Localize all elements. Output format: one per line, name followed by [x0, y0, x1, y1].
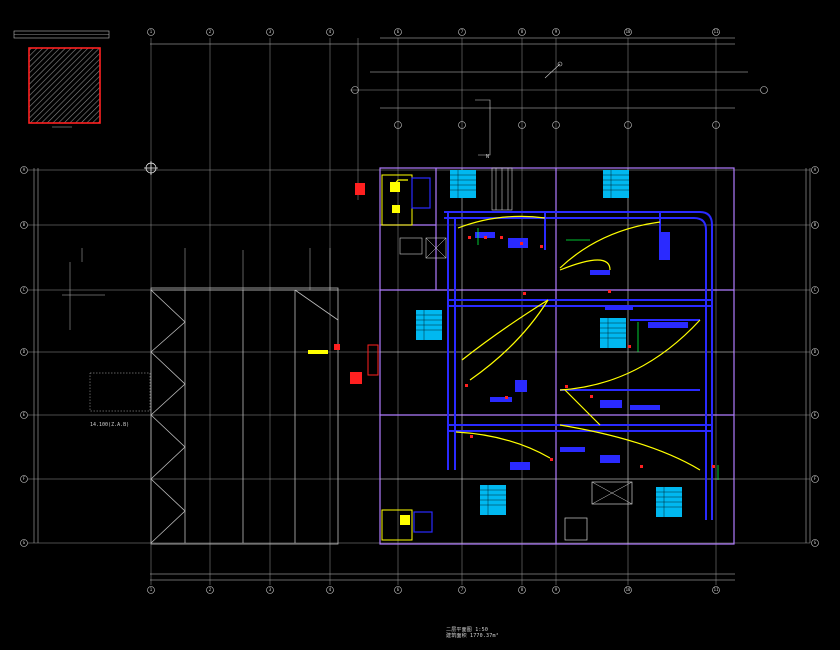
axis-label-column: 6 [396, 587, 400, 592]
axis-label-column: 2 [208, 587, 212, 592]
axis-label-column: 3 [268, 29, 272, 34]
axis-label-column: 2 [208, 29, 212, 34]
axis-label-row: F [22, 476, 26, 481]
plan-level-text: 14.100(Z.A.B) [90, 422, 130, 428]
axis-label-column: 3 [268, 587, 272, 592]
axis-label-column: 11 [713, 29, 719, 34]
right-dimension-chain [805, 168, 811, 543]
axis-label-column: 8 [520, 29, 524, 34]
title-block [13, 30, 110, 39]
axis-label-column: 7 [460, 587, 464, 592]
axis-label-row: E [22, 412, 26, 417]
axis-bubbles-top [147, 28, 720, 129]
axis-label-row: D [813, 349, 817, 354]
axis-label-row: G [813, 540, 817, 545]
axis-label-column: 9 [554, 29, 558, 34]
section-mark [544, 61, 563, 79]
axis-label-row: D [22, 349, 26, 354]
axis-label-column: 6 [396, 29, 400, 34]
drawing-title: 二层平面图 1:50 [446, 627, 489, 633]
axis-label-column: 9 [554, 587, 558, 592]
top-dimension-chain [150, 37, 748, 109]
axis-label-row: G [22, 540, 26, 545]
axis-label-column: 7 [460, 29, 464, 34]
axis-label-row: A [813, 167, 817, 172]
axis-label-column: 10 [625, 29, 631, 34]
hvac-duct-fittings [475, 232, 688, 470]
equipment-table [450, 170, 476, 198]
stair-core-bottom [381, 481, 633, 541]
key-plan-thumbnail [28, 47, 101, 128]
green-fittings [477, 228, 719, 480]
axis-label-column: 11 [713, 587, 719, 592]
left-wing-walls [150, 287, 339, 545]
axis-label-column: 4 [328, 29, 332, 34]
drawing-area: 建筑面积 1770.37m² [446, 633, 499, 639]
axis-label-column: 4 [328, 587, 332, 592]
north-arrow-icon [144, 161, 158, 175]
axis-label-row: C [813, 287, 817, 292]
axis-label-column: 1 [149, 587, 153, 592]
entrance-callout [308, 344, 379, 376]
equipment-table [656, 487, 682, 517]
equipment-tag-tables [416, 170, 682, 517]
red-markers [334, 183, 715, 468]
axis-bubbles-left [20, 86, 359, 547]
equipment-table [600, 318, 626, 348]
building-inner-grid [380, 168, 734, 544]
shaft-top [475, 99, 513, 211]
axis-label-column: 8 [520, 587, 524, 592]
left-dimension-chain [33, 168, 39, 543]
axis-label-row: B [813, 222, 817, 227]
equipment-table [603, 170, 629, 198]
equipment-table [480, 485, 506, 515]
axis-label-row: E [813, 412, 817, 417]
axis-label-column: 10 [625, 587, 631, 592]
axis-label-row: C [22, 287, 26, 292]
stair-core-top [381, 174, 447, 259]
axis-bubbles-right [760, 86, 819, 547]
left-annotations [62, 248, 331, 412]
north-mark-label: N [486, 154, 489, 160]
equipment-table [416, 310, 442, 340]
axis-label-row: B [22, 222, 26, 227]
bottom-dimension-chain [150, 573, 735, 581]
axis-label-column: 1 [149, 29, 153, 34]
axis-bubbles-bottom [147, 586, 720, 594]
axis-label-row: A [22, 167, 26, 172]
hvac-duct-main [444, 211, 713, 520]
axis-label-row: F [813, 476, 817, 481]
